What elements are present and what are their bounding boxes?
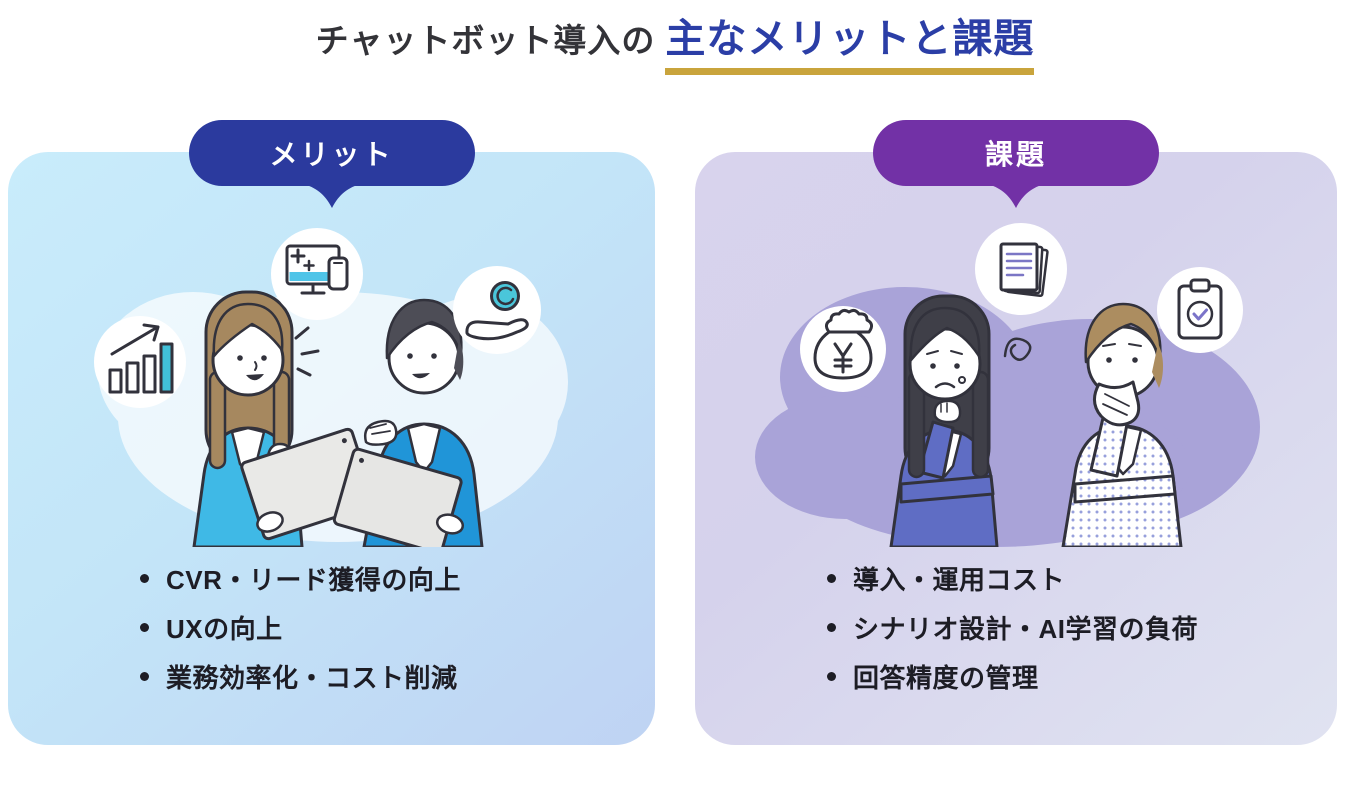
document-stack-icon (975, 223, 1067, 315)
issue-item: シナリオ設計・AI学習の負荷 (827, 603, 1307, 652)
pc-and-phone-icon (271, 228, 363, 320)
merits-card: メリット (8, 120, 655, 745)
issue-item-text: シナリオ設計・AI学習の負荷 (853, 614, 1199, 644)
bullet-dot (827, 623, 836, 632)
title-prefix: チャットボット導入の (315, 22, 656, 59)
issues-card: 課題 (695, 120, 1337, 745)
confusion-squiggle-icon (1003, 337, 1032, 361)
worried-woman (889, 294, 999, 547)
badge-tail (987, 184, 1045, 208)
bullet-dot (827, 574, 836, 583)
issues-badge: 課題 (873, 120, 1159, 208)
thinking-man (1061, 302, 1183, 547)
bullet-dot (827, 672, 836, 681)
woman-with-tablet (192, 290, 376, 547)
merit-item: CVR・リード獲得の向上 (140, 554, 625, 603)
issues-illustration (755, 223, 1260, 547)
man-with-tablet (332, 298, 484, 547)
merits-badge: メリット (188, 120, 475, 208)
issue-item-text: 回答精度の管理 (853, 663, 1039, 693)
issues-badge-label: 課題 (984, 139, 1047, 170)
issue-item: 回答精度の管理 (827, 652, 1307, 701)
page-title: チャットボット導入の 主なメリットと課題 (0, 6, 1350, 75)
bullet-dot (140, 623, 149, 632)
merit-item: UXの向上 (140, 603, 625, 652)
bullet-dot (140, 574, 149, 583)
merit-item-text: UXの向上 (166, 614, 283, 644)
merits-illustration (94, 228, 568, 547)
merit-item-text: 業務効率化・コスト削減 (166, 663, 458, 693)
merit-item-text: CVR・リード獲得の向上 (166, 565, 461, 595)
issues-list: 導入・運用コスト シナリオ設計・AI学習の負荷 回答精度の管理 (695, 554, 1337, 701)
issue-item-text: 導入・運用コスト (853, 565, 1066, 595)
merits-list: CVR・リード獲得の向上 UXの向上 業務効率化・コスト削減 (8, 554, 655, 701)
merits-badge-label: メリット (269, 139, 394, 170)
title-highlight: 主なメリットと課題 (665, 6, 1035, 75)
bullet-dot (140, 672, 149, 681)
issue-item: 導入・運用コスト (827, 554, 1307, 603)
hand-with-coin-icon (453, 266, 541, 354)
clipboard-check-icon (1157, 267, 1243, 353)
bar-chart-growth-icon (94, 316, 186, 408)
merit-item: 業務効率化・コスト削減 (140, 652, 625, 701)
money-bag-yen-icon (800, 306, 886, 392)
badge-tail (302, 184, 361, 208)
speech-emphasis-lines (294, 326, 320, 377)
